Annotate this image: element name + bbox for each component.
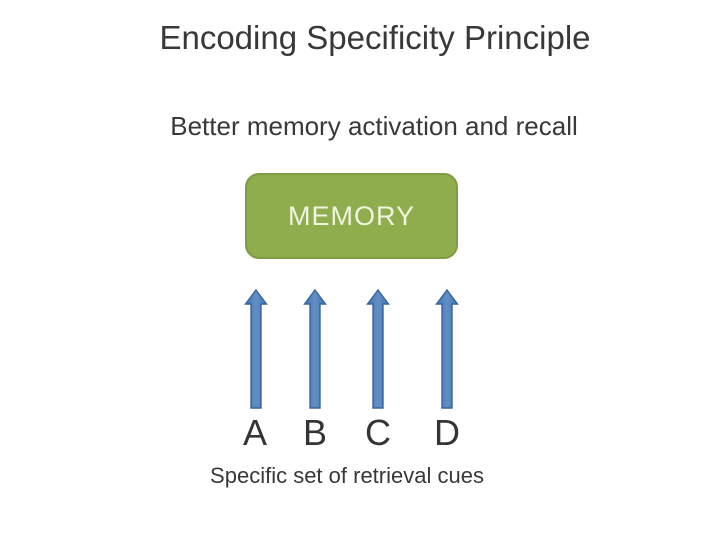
cue-label-a: A bbox=[242, 412, 268, 453]
memory-box: MEMORY bbox=[245, 173, 458, 259]
cue-label-b: B bbox=[302, 412, 328, 453]
up-arrow-icon bbox=[303, 289, 327, 409]
retrieval-cues-caption: Specific set of retrieval cues bbox=[210, 463, 484, 488]
up-arrow-icon bbox=[366, 289, 390, 409]
memory-box-label: MEMORY bbox=[287, 200, 415, 231]
cue-label-c: C bbox=[365, 412, 391, 453]
cue-label-d: D bbox=[434, 412, 460, 453]
subtitle-better-memory: Better memory activation and recall bbox=[170, 111, 578, 141]
up-arrow-icon bbox=[244, 289, 268, 409]
up-arrow-icon bbox=[435, 289, 459, 409]
slide-title: Encoding Specificity Principle bbox=[159, 19, 591, 56]
